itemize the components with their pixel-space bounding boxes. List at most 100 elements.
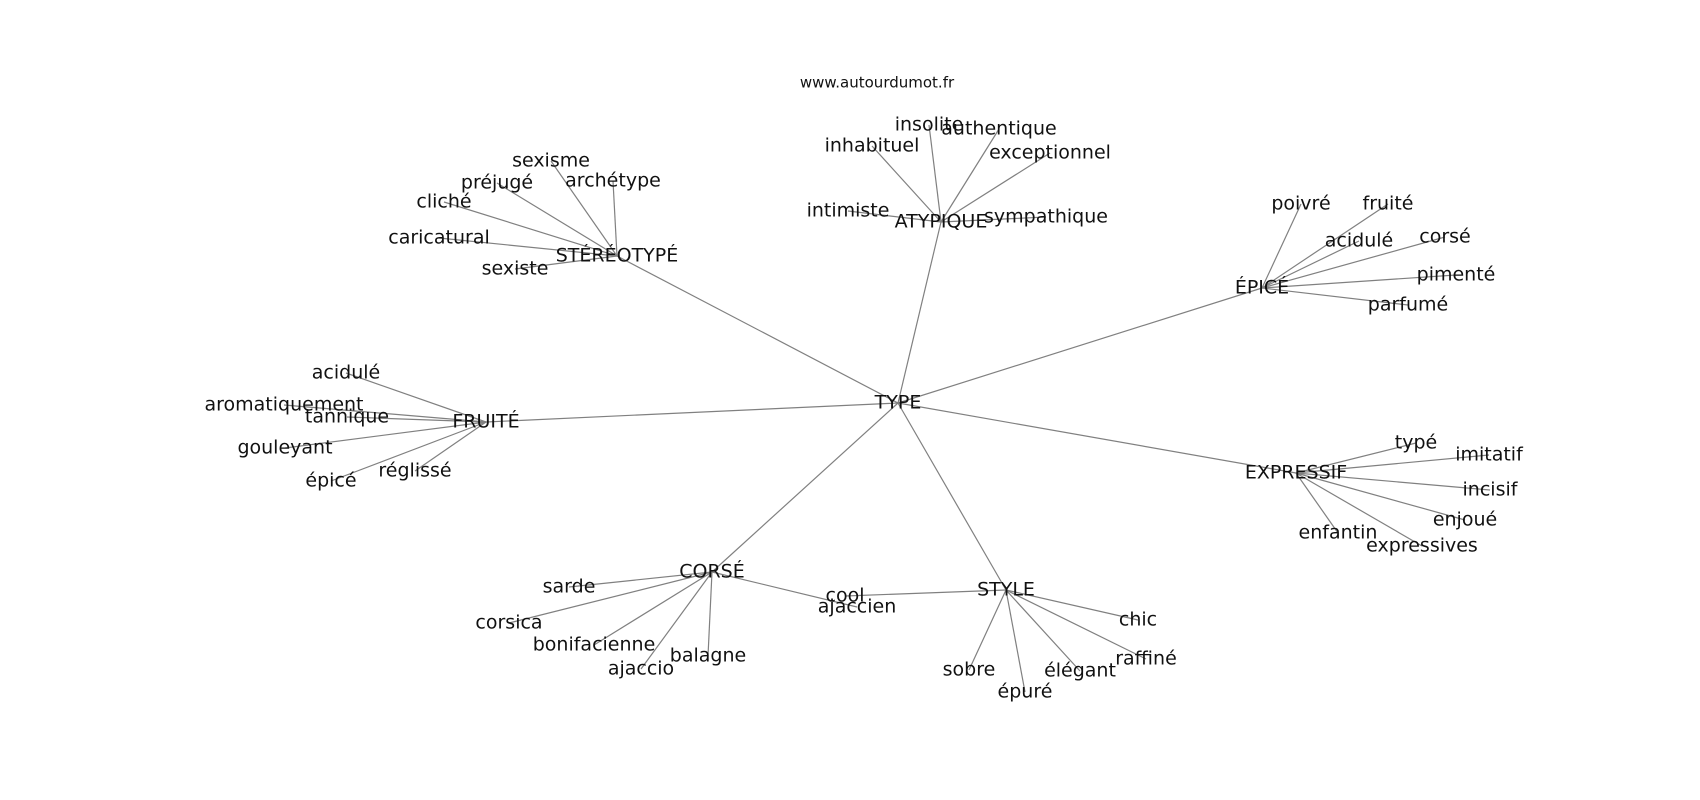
edge-hub-to-word xyxy=(508,571,713,624)
edge-hub-to-word xyxy=(1261,274,1457,289)
word-node-label[interactable]: balagne xyxy=(670,645,746,667)
cluster-node-label[interactable]: ÉPICÉ xyxy=(1235,276,1289,299)
graph-edges xyxy=(283,124,1491,693)
word-node-label[interactable]: épuré xyxy=(998,681,1053,703)
edge-hub-to-word xyxy=(1261,203,1302,289)
edge-hub-to-word xyxy=(711,571,858,608)
edge-hub-to-word xyxy=(438,237,618,257)
word-node-label[interactable]: corsé xyxy=(1419,226,1470,248)
word-node-label[interactable]: cool xyxy=(826,585,865,607)
word-node-label[interactable]: fruité xyxy=(1363,193,1414,215)
word-node-label[interactable]: inhabituel xyxy=(825,135,920,157)
root-node-label[interactable]: TYPE xyxy=(874,392,922,414)
word-node-label[interactable]: raffiné xyxy=(1115,648,1177,670)
word-node-label[interactable]: authentique xyxy=(941,118,1056,140)
edge-hub-to-word xyxy=(514,255,618,270)
edge-hub-to-word xyxy=(1295,472,1466,521)
graph-labels: www.autourdumot.frTYPESTÉRÉOTYPÉsexismep… xyxy=(204,74,1524,703)
edge-hub-to-word xyxy=(928,124,942,223)
cluster-node-label[interactable]: FRUITÉ xyxy=(452,410,519,433)
word-node-label[interactable]: gouleyant xyxy=(237,437,332,459)
edge-hub-to-word xyxy=(940,216,1047,223)
edge-root-to-hub xyxy=(711,402,899,573)
edge-hub-to-word xyxy=(847,210,942,223)
edge-hub-to-word xyxy=(1295,472,1491,491)
word-node-label[interactable]: enjoué xyxy=(1433,509,1497,531)
edge-hub-to-word xyxy=(568,571,713,588)
word-node-label[interactable]: incisif xyxy=(1463,479,1519,501)
edge-hub-to-word xyxy=(1261,240,1360,289)
word-node-label[interactable]: chic xyxy=(1119,609,1157,631)
edge-hub-to-word xyxy=(1005,589,1081,672)
word-node-label[interactable]: exceptionnel xyxy=(989,142,1111,164)
word-node-label[interactable]: sobre xyxy=(943,659,996,681)
edge-root-to-hub xyxy=(485,402,899,423)
source-credit: www.autourdumot.fr xyxy=(800,74,955,92)
word-node-label[interactable]: archétype xyxy=(565,170,661,192)
edge-hub-to-word xyxy=(1295,454,1490,474)
word-node-label[interactable]: élégant xyxy=(1044,660,1116,682)
edge-root-to-hub xyxy=(616,255,899,404)
edge-root-to-hub xyxy=(897,402,1297,474)
edge-hub-to-word xyxy=(707,571,713,657)
edge-hub-to-word xyxy=(345,372,487,423)
word-node-label[interactable]: parfumé xyxy=(1368,294,1448,316)
edge-hub-to-word xyxy=(940,128,1000,223)
edge-hub-to-word xyxy=(968,589,1007,671)
word-node-label[interactable]: typé xyxy=(1395,432,1437,454)
word-node-label[interactable]: caricatural xyxy=(388,227,490,249)
word-node-label[interactable]: préjugé xyxy=(461,172,533,194)
edge-hub-to-word xyxy=(593,571,713,646)
edge-hub-to-word xyxy=(414,421,487,472)
edge-hub-to-word xyxy=(1295,442,1417,474)
edge-hub-to-word xyxy=(330,421,487,482)
word-node-label[interactable]: tannique xyxy=(305,406,389,428)
word-node-label[interactable]: poivré xyxy=(1271,193,1330,215)
edge-hub-to-word xyxy=(940,152,1051,223)
edge-root-to-hub xyxy=(897,221,942,404)
word-node-label[interactable]: imitatif xyxy=(1455,444,1524,466)
edge-hub-to-word xyxy=(1295,472,1423,547)
word-node-label[interactable]: enfantin xyxy=(1299,522,1378,544)
edge-root-to-hub xyxy=(897,287,1263,404)
word-node-label[interactable]: réglissé xyxy=(378,460,451,482)
edge-hub-to-word xyxy=(612,180,618,257)
edge-hub-to-word xyxy=(1261,203,1389,289)
word-node-label[interactable]: intimiste xyxy=(807,200,890,222)
edge-hub-to-word xyxy=(283,404,487,423)
word-node-label[interactable]: pimenté xyxy=(1417,264,1496,286)
edge-hub-to-word xyxy=(346,416,487,423)
word-node-label[interactable]: sexiste xyxy=(482,258,549,280)
cluster-node-label[interactable]: STÉRÉOTYPÉ xyxy=(556,244,679,267)
cluster-node-label[interactable]: STYLE xyxy=(977,579,1035,601)
edge-hub-to-word xyxy=(1261,287,1409,306)
word-node-label[interactable]: ajaccio xyxy=(608,658,674,680)
edge-hub-to-word xyxy=(844,589,1007,597)
cluster-node-label[interactable]: CORSÉ xyxy=(679,560,745,583)
word-node-label[interactable]: épicé xyxy=(305,470,356,492)
word-node-label[interactable]: aromatiquement xyxy=(204,394,363,416)
cluster-node-label[interactable]: ATYPIQUE xyxy=(895,211,988,233)
edge-hub-to-word xyxy=(284,421,487,449)
edge-hub-to-word xyxy=(871,145,942,223)
edge-hub-to-word xyxy=(1005,589,1147,660)
word-node-label[interactable]: sympathique xyxy=(984,206,1108,228)
word-node-label[interactable]: corsica xyxy=(475,612,542,634)
word-node-label[interactable]: ajaccien xyxy=(818,596,896,618)
edge-hub-to-word xyxy=(443,201,618,257)
edge-hub-to-word xyxy=(1005,589,1139,621)
word-node-label[interactable]: expressives xyxy=(1366,535,1478,557)
word-node-label[interactable]: insolite xyxy=(895,114,964,136)
edge-root-to-hub xyxy=(897,402,1007,591)
word-node-label[interactable]: acidulé xyxy=(312,362,380,384)
edge-hub-to-word xyxy=(1261,236,1446,289)
edge-hub-to-word xyxy=(1295,472,1339,534)
word-node-label[interactable]: sarde xyxy=(543,576,596,598)
edge-hub-to-word xyxy=(640,571,713,670)
word-node-label[interactable]: cliché xyxy=(416,191,471,213)
word-node-label[interactable]: sexisme xyxy=(512,150,590,172)
word-node-label[interactable]: bonifacienne xyxy=(533,634,656,656)
word-node-label[interactable]: acidulé xyxy=(1325,230,1393,252)
cluster-node-label[interactable]: EXPRESSIF xyxy=(1245,462,1347,484)
edge-hub-to-word xyxy=(496,182,618,257)
